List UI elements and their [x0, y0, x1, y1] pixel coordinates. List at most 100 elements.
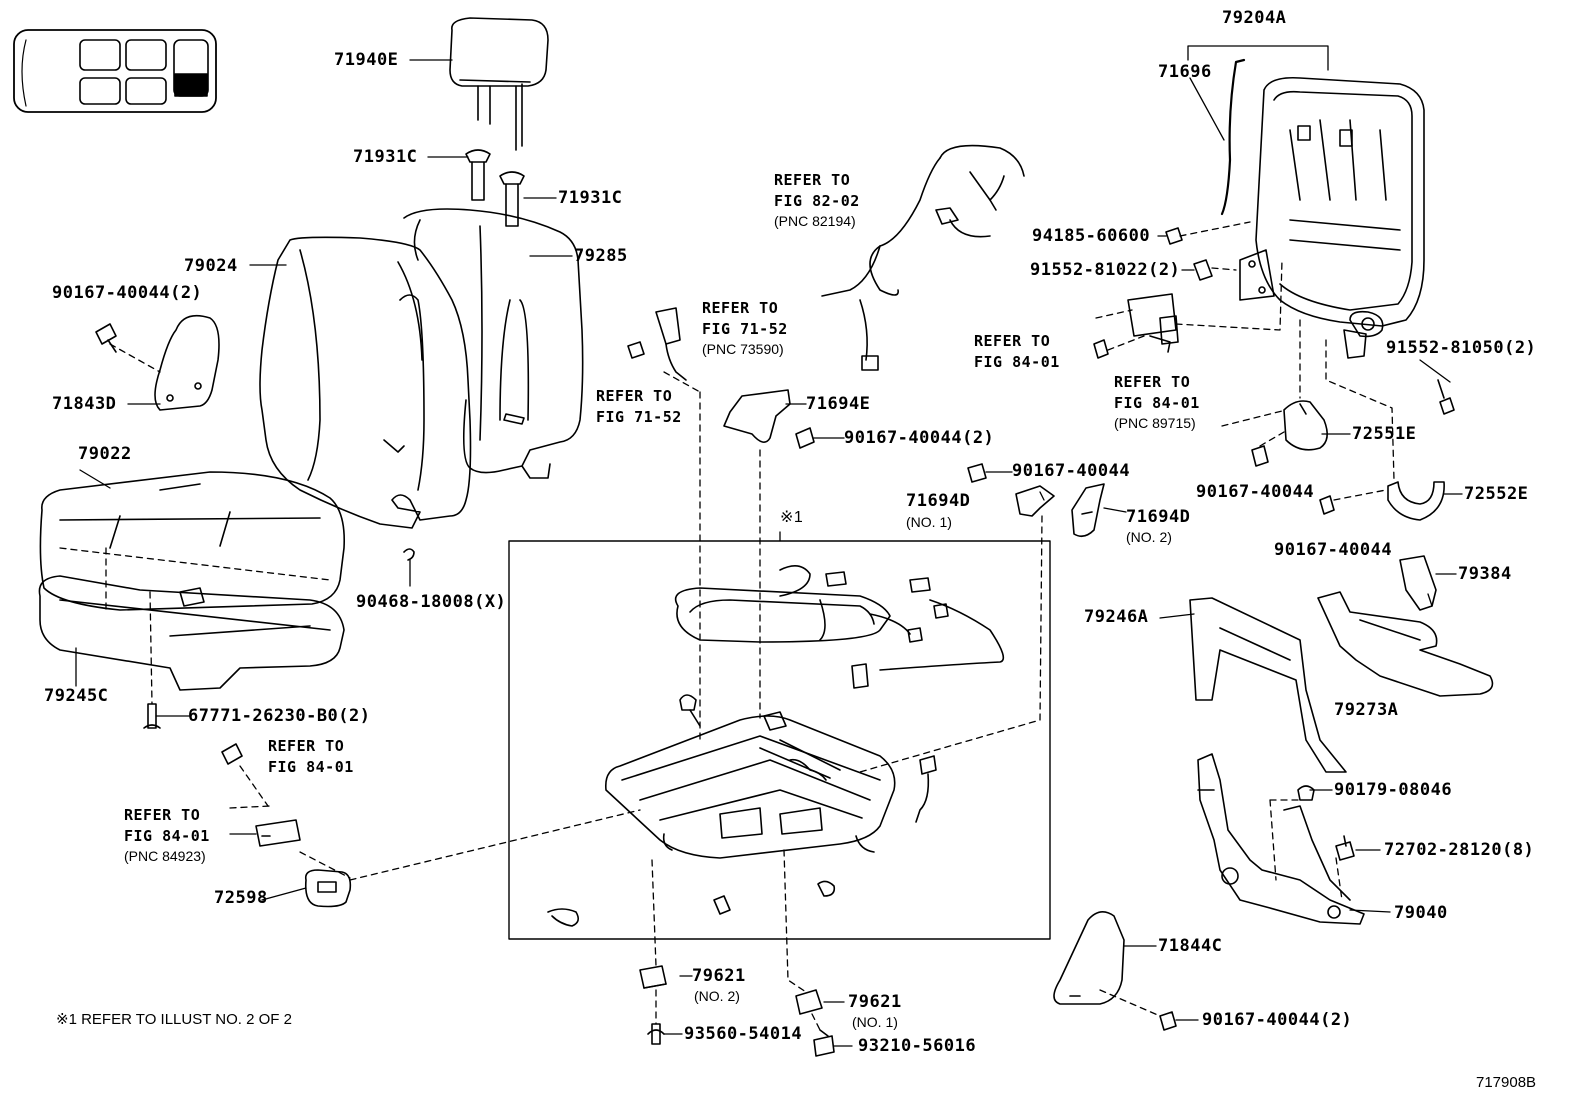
- nut-94185-drawing: [1165, 227, 1183, 245]
- part-label-79040[interactable]: 79040: [1394, 903, 1448, 923]
- cover-71694d-no2-drawing: [1071, 483, 1105, 538]
- part-label-72702-28120[interactable]: 72702-28120(8): [1384, 840, 1535, 860]
- reference-line2: FIG 71-52: [702, 320, 788, 338]
- part-label-71844c[interactable]: 71844C: [1158, 936, 1223, 956]
- reference-line2: FIG 71-52: [596, 408, 682, 426]
- reference-line2: FIG 84-01: [1114, 394, 1200, 412]
- part-label-90167-40044-mid[interactable]: 90167-40044: [1012, 461, 1131, 481]
- part-label-93560-54014[interactable]: 93560-54014: [684, 1024, 803, 1044]
- part-label-91552-81022[interactable]: 91552-81022(2): [1030, 260, 1181, 280]
- reference-line2: FIG 84-01: [124, 827, 210, 845]
- screw-93560-drawing: [647, 1023, 665, 1045]
- part-label-72551e[interactable]: 72551E: [1352, 424, 1417, 444]
- part-label-79285[interactable]: 79285: [574, 246, 628, 266]
- part-label-79621-no2[interactable]: 79621: [692, 966, 746, 986]
- part-label-71694d-no2[interactable]: 71694D: [1126, 507, 1191, 527]
- part-label-71694e[interactable]: 71694E: [806, 394, 871, 414]
- reference-line2: FIG 82-02: [774, 192, 860, 210]
- trim-79246a-drawing: [1189, 597, 1347, 773]
- part-label-71843d[interactable]: 71843D: [52, 394, 117, 414]
- pin-drawing: [143, 703, 161, 729]
- side-cover-right-drawing: [1053, 911, 1125, 1005]
- bolt-91552-b-drawing: [1437, 379, 1455, 415]
- screw-left-drawing: [95, 323, 117, 353]
- part-label-90167-40044-right-a[interactable]: 90167-40044: [1196, 482, 1315, 502]
- reference-pnc: (PNC 82194): [774, 213, 856, 229]
- part-label-90468-18008[interactable]: 90468-18008(X): [356, 592, 507, 612]
- cover-72551e-drawing: [1283, 400, 1328, 451]
- screw-93210-drawing: [813, 1029, 835, 1057]
- reference-line1: REFER TO: [702, 299, 779, 317]
- part-label-90167-40044-right-b[interactable]: 90167-40044: [1274, 540, 1393, 560]
- part-sublabel-71694d-no1: (NO. 1): [906, 514, 952, 530]
- part-sublabel-79621-no2: (NO. 2): [694, 988, 740, 1004]
- part-label-79022[interactable]: 79022: [78, 444, 132, 464]
- part-label-71696[interactable]: 71696: [1158, 62, 1212, 82]
- part-label-71931c-upper[interactable]: 71931C: [353, 147, 418, 167]
- part-label-90167-40044-2-bottom[interactable]: 90167-40044(2): [1202, 1010, 1353, 1030]
- headrest-drawing: [449, 17, 549, 151]
- part-label-79273a[interactable]: 79273A: [1334, 700, 1399, 720]
- part-label-90167-40044-2-left[interactable]: 90167-40044(2): [52, 283, 203, 303]
- callout-marker: ※1: [780, 509, 804, 526]
- cover-72552e-drawing: [1387, 481, 1445, 521]
- cover-71694d-no1-drawing: [967, 463, 1055, 517]
- headrest-support-drawing: [465, 149, 525, 227]
- part-label-71694d-no1[interactable]: 71694D: [906, 491, 971, 511]
- screw-right-a-drawing: [1251, 445, 1269, 467]
- reference-line1: REFER TO: [1114, 373, 1191, 391]
- side-cover-left-drawing: [154, 314, 220, 411]
- part-label-93210-56016[interactable]: 93210-56016: [858, 1036, 977, 1056]
- reference-line1: REFER TO: [774, 171, 851, 189]
- frame-clips-drawing: [547, 880, 836, 927]
- reference-line1: REFER TO: [596, 387, 673, 405]
- screw-right-b-drawing: [1319, 495, 1335, 515]
- screw-bottom-drawing: [1159, 1011, 1177, 1031]
- leader-lines: [75, 45, 1463, 1047]
- cushion-cover-drawing: [39, 471, 346, 611]
- part-label-90179-08046[interactable]: 90179-08046: [1334, 780, 1453, 800]
- part-label-71931c-lower[interactable]: 71931C: [558, 188, 623, 208]
- part-label-72552e[interactable]: 72552E: [1464, 484, 1529, 504]
- reference-line2: FIG 84-01: [268, 758, 354, 776]
- clip-drawing: [403, 548, 415, 561]
- knob-drawing: [304, 869, 352, 908]
- part-sublabel-71694d-no2: (NO. 2): [1126, 529, 1172, 545]
- trim-79273a-drawing: [1317, 591, 1494, 697]
- part-label-79621-no1[interactable]: 79621: [848, 992, 902, 1012]
- seatback-pad-drawing: [403, 208, 584, 479]
- footnote: ※1 REFER TO ILLUST NO. 2 OF 2: [56, 1011, 292, 1028]
- reference-line2: FIG 84-01: [974, 353, 1060, 371]
- part-label-71940e[interactable]: 71940E: [334, 50, 399, 70]
- part-label-94185-60600[interactable]: 94185-60600: [1032, 226, 1151, 246]
- part-sublabel-79621-no1: (NO. 1): [852, 1014, 898, 1030]
- fasteners-right-drawing: [1297, 785, 1355, 861]
- cushion-pad-drawing: [38, 575, 345, 691]
- part-label-79024[interactable]: 79024: [184, 256, 238, 276]
- seat-frame-drawing: [604, 694, 937, 859]
- reference-line1: REFER TO: [268, 737, 345, 755]
- part-label-90167-40044-2-mid[interactable]: 90167-40044(2): [844, 428, 995, 448]
- seatback-frame-drawing: [1239, 76, 1425, 359]
- part-label-79245c[interactable]: 79245C: [44, 686, 109, 706]
- block-no2-drawing: [639, 965, 667, 989]
- dashed-leaders: [59, 221, 1395, 1031]
- part-label-72598[interactable]: 72598: [214, 888, 268, 908]
- reference-pnc: (PNC 89715): [1114, 415, 1196, 431]
- recliner-drawing: [1197, 753, 1365, 925]
- part-label-79246a[interactable]: 79246A: [1084, 607, 1149, 627]
- retractor-drawing: [1127, 293, 1179, 353]
- part-label-91552-81050[interactable]: 91552-81050(2): [1386, 338, 1537, 358]
- part-label-67771-26230[interactable]: 67771-26230-B0(2): [188, 706, 371, 726]
- wire-harness-box-drawing: [674, 565, 1005, 689]
- part-label-79204a[interactable]: 79204A: [1222, 8, 1287, 28]
- part-label-79384[interactable]: 79384: [1458, 564, 1512, 584]
- block-no1-drawing: [795, 989, 823, 1015]
- buckle-drawing: [627, 307, 687, 381]
- reference-line1: REFER TO: [974, 332, 1051, 350]
- nut-ref-drawing: [1093, 339, 1109, 359]
- bolt-91552-a-drawing: [1193, 259, 1213, 281]
- reference-pnc: (PNC 84923): [124, 848, 206, 864]
